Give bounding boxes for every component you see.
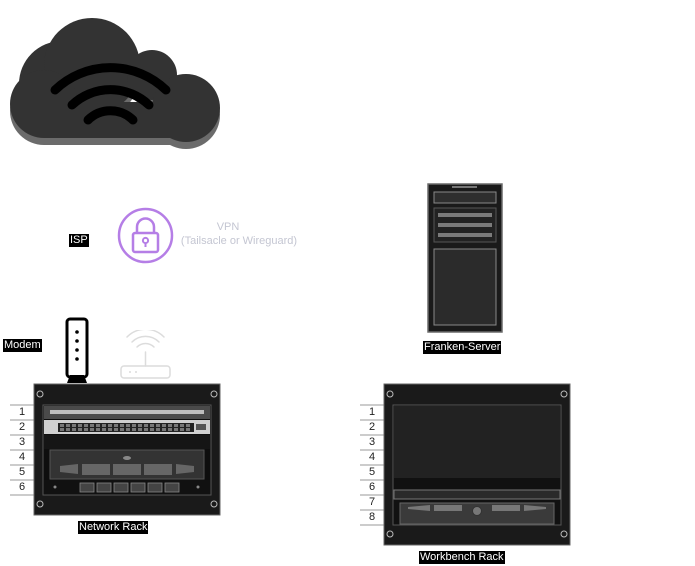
workbench-rack-unit-4: 4 [368,451,376,463]
lock-icon [117,207,174,264]
modem-icon [65,317,89,383]
network-rack-unit-5: 5 [18,466,26,478]
workbench-rack-unit-3: 3 [368,436,376,448]
vpn-title: VPN [216,221,240,233]
workbench-rack-unit-2: 2 [368,421,376,433]
isp-label: ISP [69,234,89,247]
wifi-router-icon [120,330,171,379]
workbench-rack-unit-6: 6 [368,481,376,493]
network-rack-unit-2: 2 [18,421,26,433]
workbench-rack-unit-5: 5 [368,466,376,478]
workbench-rack-unit-1: 1 [368,406,376,418]
network-rack [10,383,221,516]
server-label: Franken-Server [423,341,502,354]
cloud-wifi-icon [10,18,220,149]
network-rack-unit-1: 1 [18,406,26,418]
network-rack-unit-3: 3 [18,436,26,448]
network-rack-label: Network Rack [78,521,149,534]
tower-server-icon [427,183,503,333]
workbench-rack [360,383,571,546]
vpn-subtitle: (Tailsacle or Wireguard) [180,235,298,247]
workbench-rack-label: Workbench Rack [419,551,505,564]
workbench-rack-unit-7: 7 [368,496,376,508]
network-rack-unit-4: 4 [18,451,26,463]
network-rack-unit-6: 6 [18,481,26,493]
workbench-rack-unit-8: 8 [368,511,376,523]
modem-label: Modem [3,339,42,352]
